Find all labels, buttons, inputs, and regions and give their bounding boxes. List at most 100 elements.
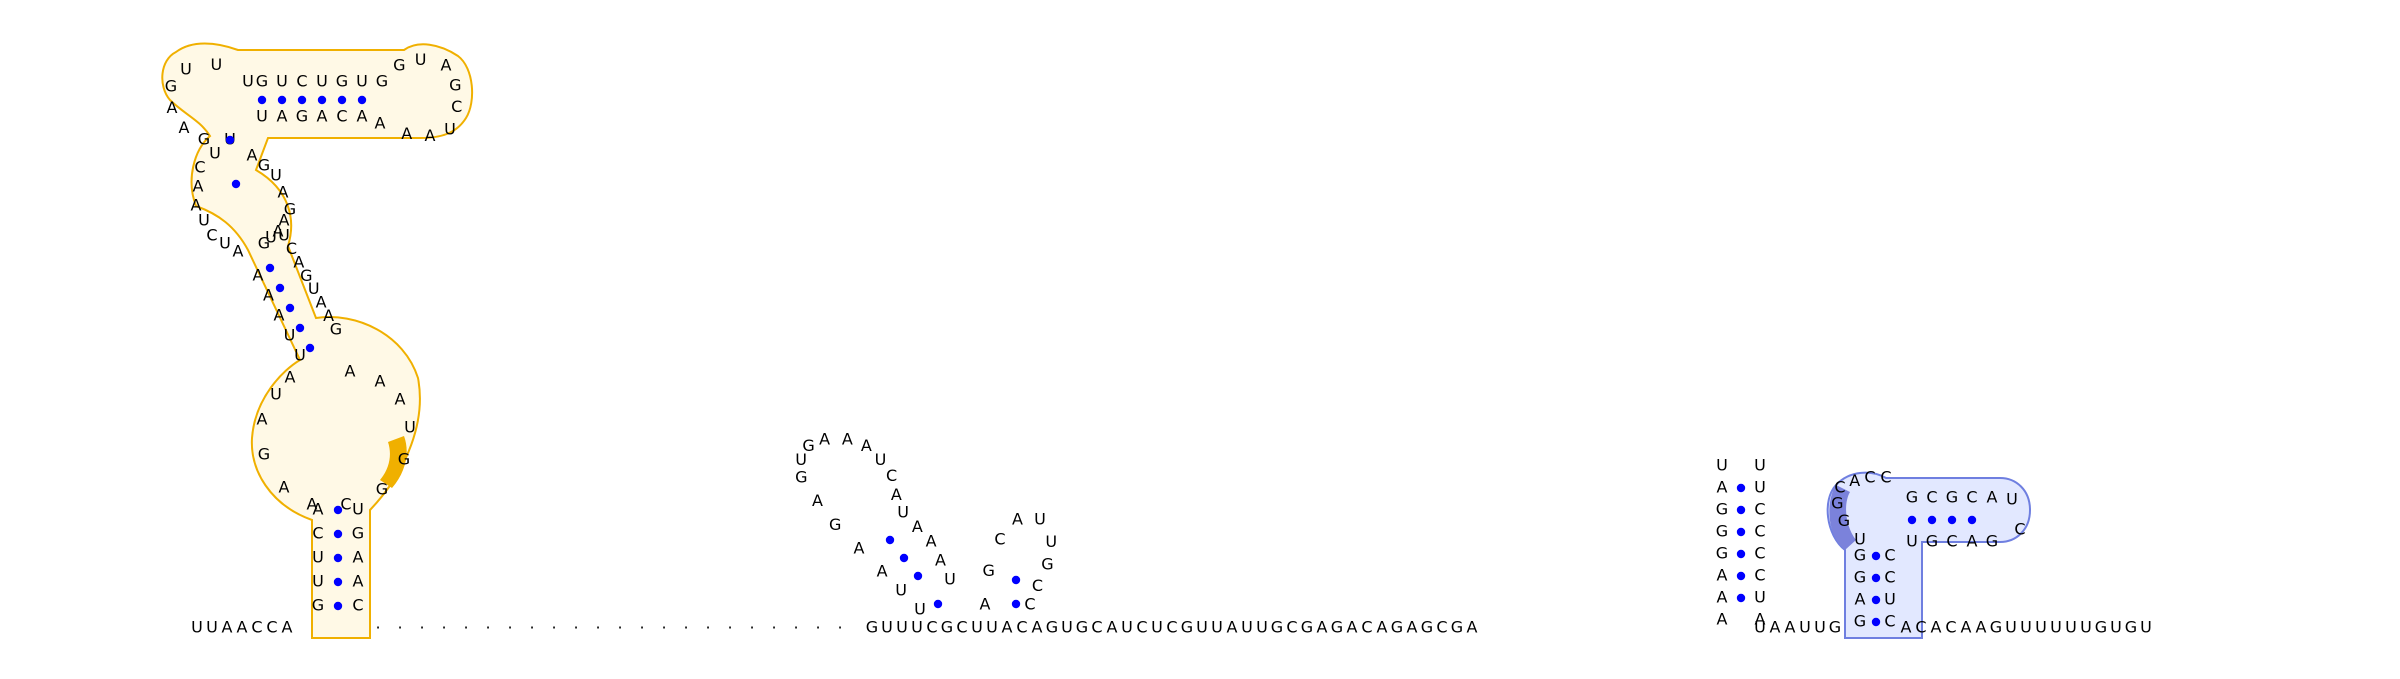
base-pair-dot [231,179,241,189]
hairpin-nucleotide: U [944,570,956,589]
stem-nucleotide: G [1986,532,1998,551]
hairpin-nucleotide: U [1045,532,1057,551]
gap-tick: . [397,614,402,633]
hairpin-nucleotide: G [802,436,814,455]
loop-nucleotide: U [210,55,222,74]
loop-nucleotide: C [451,97,462,116]
base-pair-dot [1871,573,1881,583]
stem-nucleotide: A [1717,588,1728,607]
loop-nucleotide: A [257,410,268,429]
backbone-nucleotide: A [1407,618,1418,637]
stem-nucleotide: A [253,266,264,285]
base-pair-dot [1871,595,1881,605]
backbone-nucleotide: U [2005,618,2017,637]
loop-nucleotide: G [1831,494,1843,513]
backbone-nucleotide: G [1046,618,1058,637]
stem-nucleotide: C [296,72,307,91]
stem-nucleotide: G [336,72,348,91]
hairpin-nucleotide: A [853,538,864,557]
gap-tick: . [793,614,798,633]
stem-nucleotide: G [312,596,324,615]
hairpin-nucleotide: G [795,467,807,486]
loop-nucleotide: C [2014,520,2025,539]
gap-tick: . [749,614,754,633]
base-pair-dot [305,343,315,353]
backbone-nucleotide: U [2140,618,2152,637]
loop-nucleotide: G [393,56,405,75]
stem-nucleotide: G [1716,500,1728,519]
backbone-nucleotide: A [1770,618,1781,637]
loop-nucleotide: A [285,368,296,387]
backbone-nucleotide: G [1421,618,1433,637]
hairpin-nucleotide: A [861,436,872,455]
loop-nucleotide: U [270,385,282,404]
backbone-nucleotide: C [1091,618,1102,637]
stem-nucleotide: U [1716,456,1728,475]
loop-nucleotide: A [345,362,356,381]
backbone-nucleotide: C [926,618,937,637]
loop-nucleotide: C [1880,468,1891,487]
hairpin-nucleotide: U [875,450,887,469]
stem-nucleotide: C [1754,522,1765,541]
loop-nucleotide: G [258,445,270,464]
stem-nucleotide: U [294,346,306,365]
gap-tick: . [551,614,556,633]
base-pair-dot [1871,617,1881,627]
hairpin-nucleotide: G [983,561,995,580]
base-pair-dot [1736,593,1746,603]
loop-nucleotide: U [209,144,221,163]
hairpin-nucleotide: A [935,551,946,570]
base-pair-dot [1736,483,1746,493]
loop-nucleotide: A [279,211,290,230]
backbone-nucleotide: U [1754,618,1766,637]
backbone-nucleotide: U [2035,618,2047,637]
hairpin-nucleotide: A [891,485,902,504]
base-pair-dot [277,95,287,105]
backbone-nucleotide: U [911,618,923,637]
gap-tick: . [705,614,710,633]
backbone-nucleotide: A [1901,618,1912,637]
hairpin-nucleotide: U [795,450,807,469]
hairpin-nucleotide: A [819,430,830,449]
backbone-nucleotide: U [1799,618,1811,637]
loop-nucleotide: C [340,495,351,514]
stem-nucleotide: G [1906,488,1918,507]
loop-nucleotide: G [284,200,296,219]
loop-nucleotide: G [376,480,388,499]
loop-nucleotide: U [270,166,282,185]
base-pair-dot [265,263,275,273]
stem-nucleotide: G [1854,568,1866,587]
base-pair-dot [333,577,343,587]
loop-nucleotide: C [1864,468,1875,487]
gap-tick: . [595,614,600,633]
stem-nucleotide: C [1926,488,1937,507]
base-pair-dot [285,303,295,313]
loop-nucleotide: G [165,77,177,96]
hairpin-nucleotide: G [829,515,841,534]
stem-nucleotide: A [277,107,288,126]
base-pair-dot [1907,515,1917,525]
stem-nucleotide: A [1855,590,1866,609]
stem-nucleotide: A [316,293,327,312]
stem-nucleotide: U [308,279,320,298]
backbone-nucleotide: G [1301,618,1313,637]
stem-nucleotide: A [274,306,285,325]
stem-nucleotide: U [1906,532,1918,551]
gap-tick: . [573,614,578,633]
backbone-nucleotide: G [1271,618,1283,637]
stem-nucleotide: A [357,107,368,126]
backbone-nucleotide: G [1181,618,1193,637]
backbone-nucleotide: C [1016,618,1027,637]
stem-nucleotide: U [256,107,268,126]
base-pair-dot [297,95,307,105]
hairpin-nucleotide: A [980,595,991,614]
gap-tick: . [771,614,776,633]
base-pair-dot [1967,515,1977,525]
loop-nucleotide: U [219,234,231,253]
backbone-nucleotide: U [2050,618,2062,637]
base-pair-dot [1011,575,1021,585]
backbone-nucleotide: U [2065,618,2077,637]
loop-nucleotide: G [1838,511,1850,530]
stem-nucleotide: U [1754,456,1766,475]
backbone-nucleotide: A [1107,618,1118,637]
